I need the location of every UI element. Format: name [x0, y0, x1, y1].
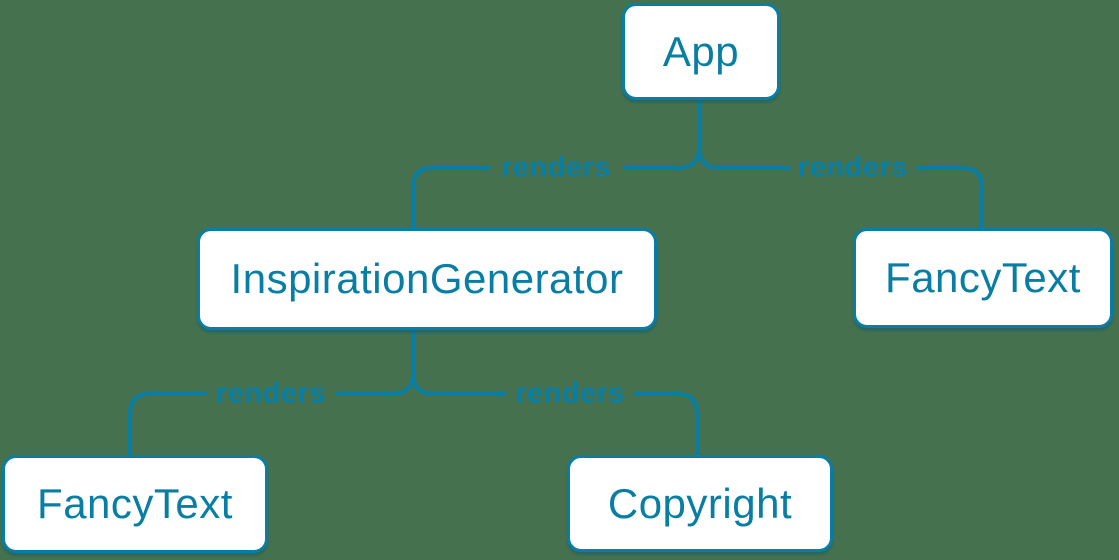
- node-fancy-text-bottom-label: FancyText: [37, 480, 233, 527]
- edge-inspirationgenerator-to-copyright: [411, 372, 699, 459]
- node-fancy-text-top-label: FancyText: [885, 254, 1081, 301]
- edge-label-renders-app-fancytext: renders: [798, 151, 908, 184]
- edge-label-renders-inspirationgenerator-copyright: renders: [515, 377, 625, 410]
- node-inspiration-generator: InspirationGenerator: [197, 228, 657, 330]
- edge-label-renders-app-inspirationgenerator: renders: [501, 151, 611, 184]
- edge-app-to-fancytext: [697, 146, 984, 232]
- node-app: App: [622, 3, 780, 100]
- node-app-label: App: [662, 27, 740, 75]
- node-fancy-text-bottom: FancyText: [2, 455, 268, 553]
- node-fancy-text-top: FancyText: [853, 228, 1113, 328]
- node-inspiration-generator-label: InspirationGenerator: [230, 255, 624, 302]
- edge-label-renders-inspirationgenerator-fancytext: renders: [216, 377, 326, 410]
- node-copyright-label: Copyright: [607, 479, 793, 527]
- node-copyright: Copyright: [567, 455, 833, 552]
